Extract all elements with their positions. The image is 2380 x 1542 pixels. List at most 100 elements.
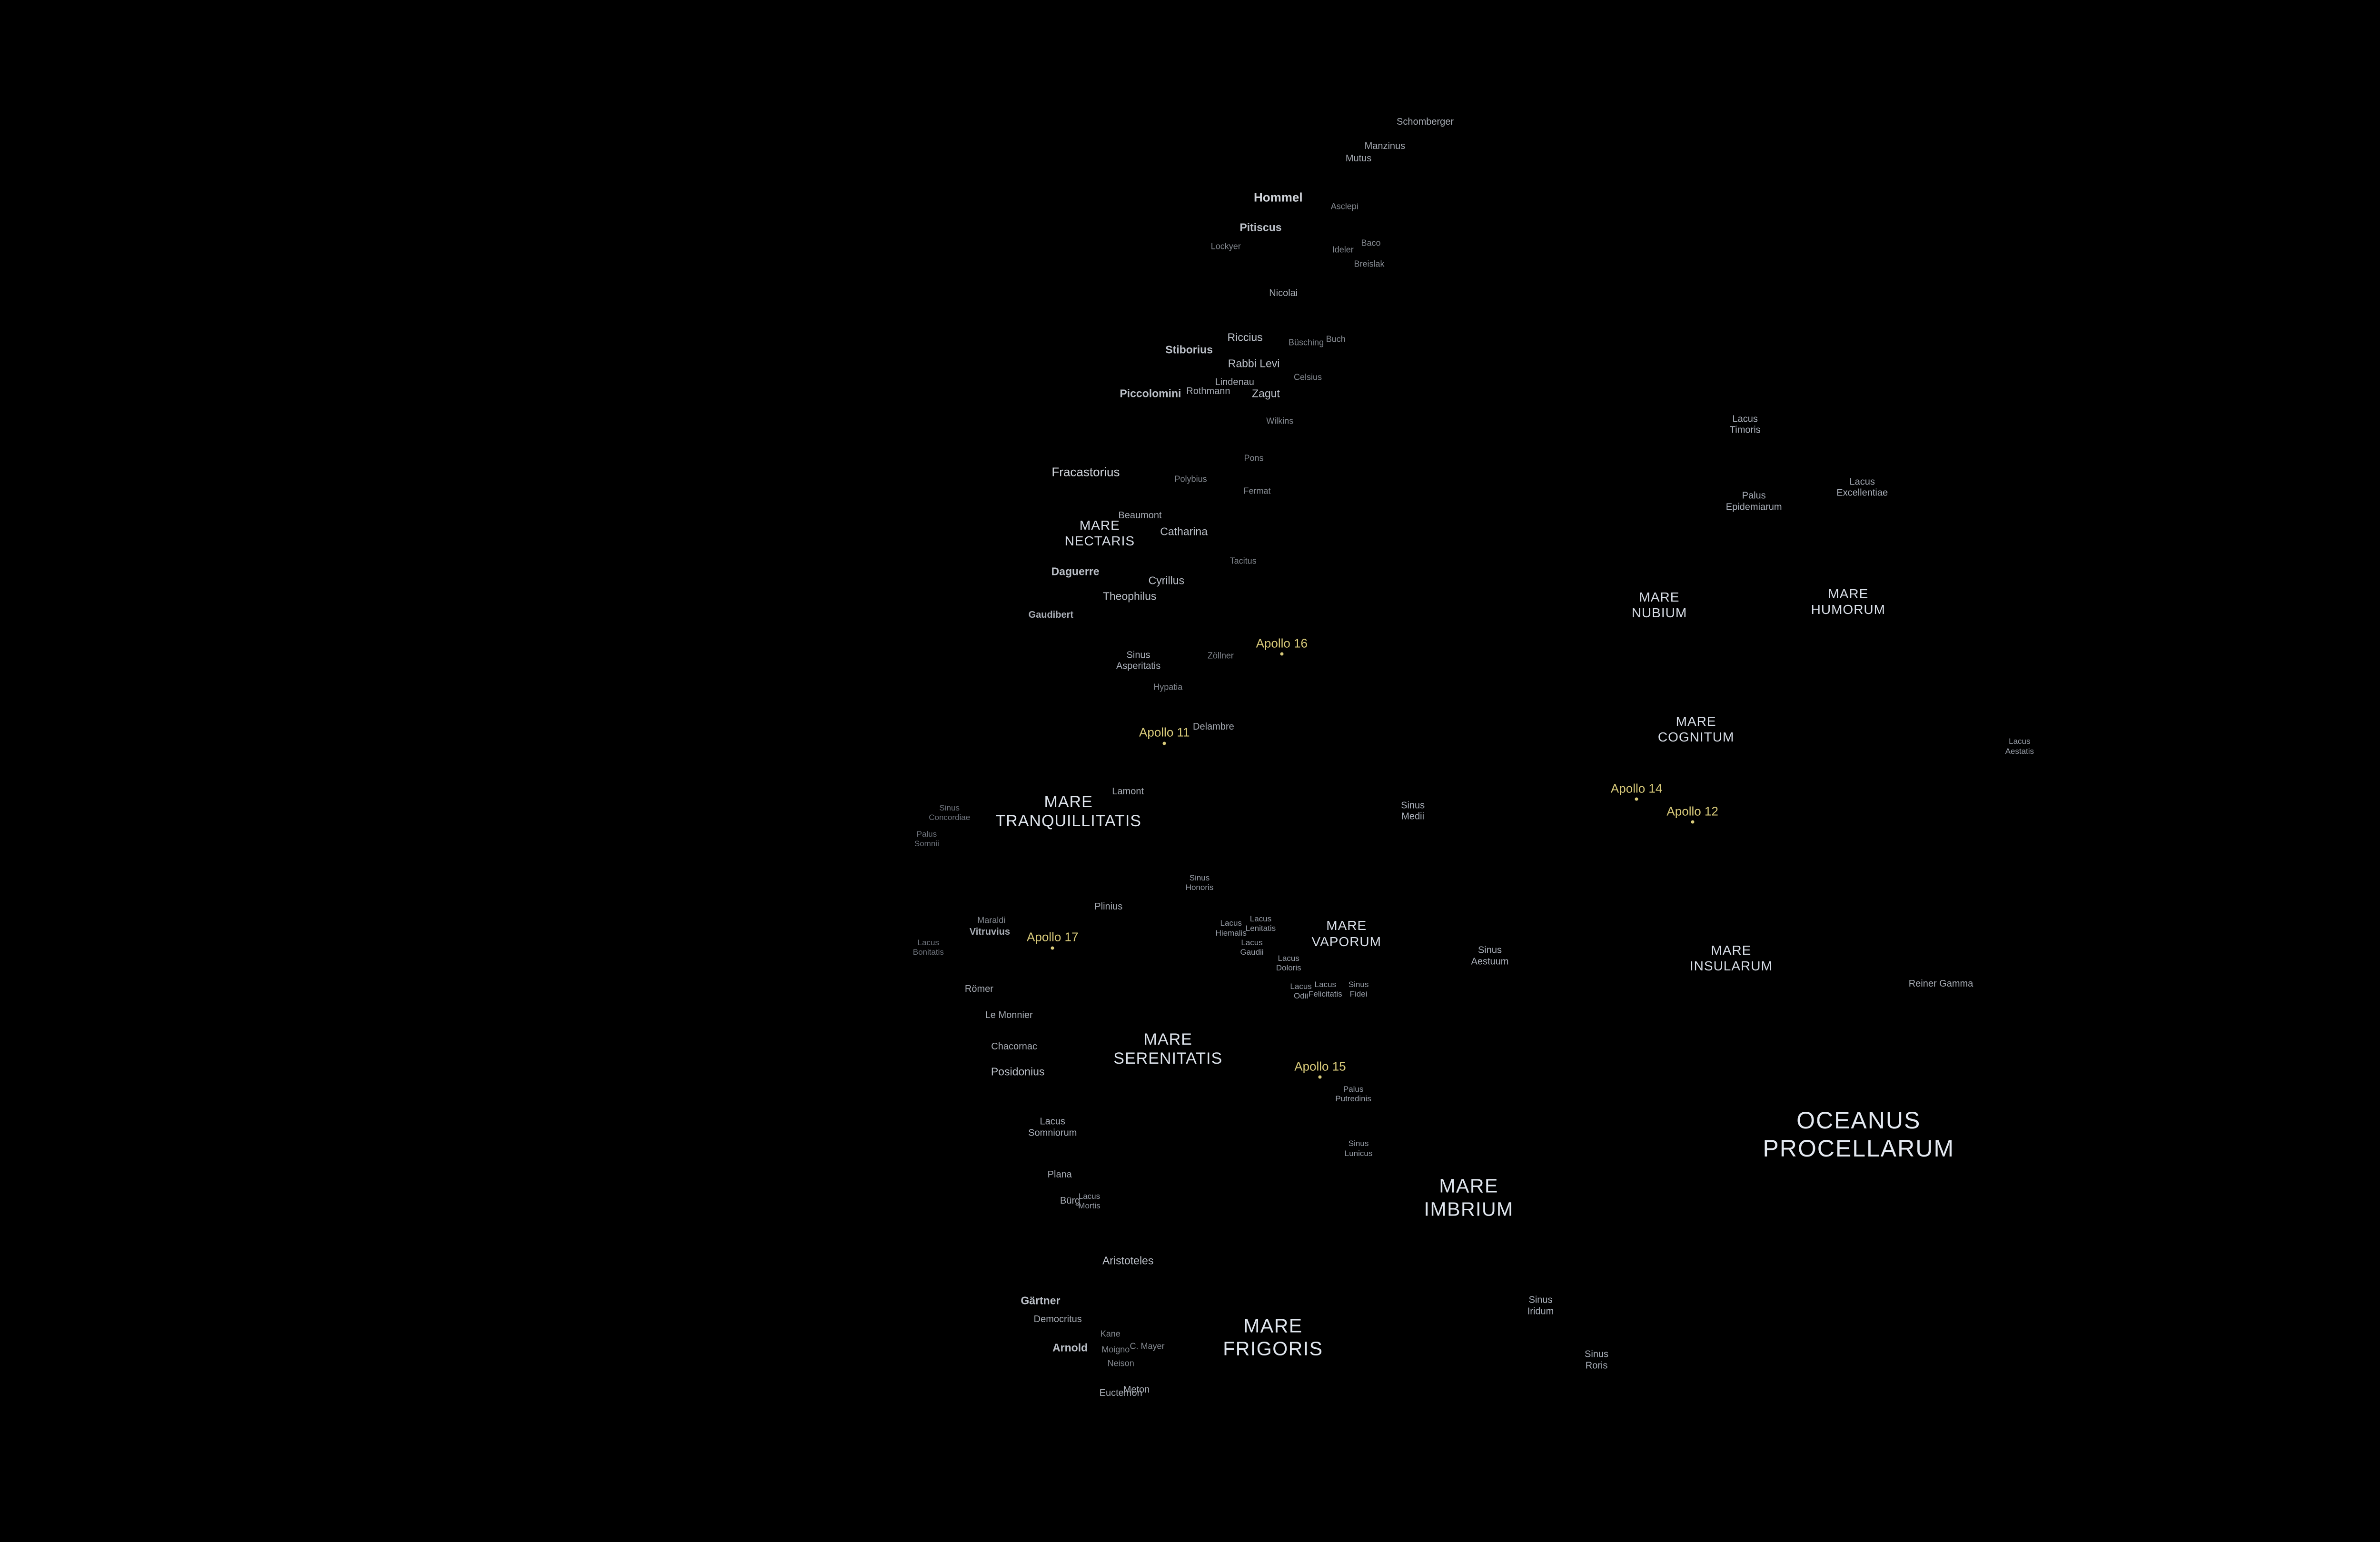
label-grtner: Gärtner — [1021, 1294, 1061, 1307]
label-cyrillus: Cyrillus — [1148, 573, 1184, 586]
label-delambre: Delambre — [1193, 722, 1234, 732]
label-lacus-aestatis: Lacus Aestatis — [2005, 737, 2034, 756]
label-mare-frigoris: MARE FRIGORIS — [1223, 1315, 1323, 1360]
label-maraldi: Maraldi — [977, 915, 1006, 925]
label-brg: Bürg — [1060, 1195, 1081, 1206]
label-mare-nubium: MARE NUBIUM — [1631, 590, 1687, 621]
label-mare-serenitatis: MARE SERENITATIS — [1113, 1030, 1223, 1068]
label-aristoteles: Aristoteles — [1102, 1254, 1154, 1267]
label-wilkins: Wilkins — [1266, 416, 1294, 426]
label-breislak: Breislak — [1354, 259, 1385, 269]
label-apollo-12: Apollo 12 — [1666, 804, 1718, 819]
label-sinus-honoris: Sinus Honoris — [1185, 873, 1214, 892]
label-catharina: Catharina — [1160, 525, 1208, 538]
apollo-site-marker — [1318, 1075, 1322, 1079]
label-hypatia: Hypatia — [1153, 682, 1183, 692]
label-baco: Baco — [1361, 237, 1381, 247]
label-manzinus: Manzinus — [1364, 141, 1406, 152]
label-palus-somnii: Palus Somnii — [914, 830, 939, 849]
label-lacus-mortis: Lacus Mortis — [1078, 1191, 1101, 1210]
label-lacus-excellentiae: Lacus Excellentiae — [1836, 476, 1888, 498]
label-plinius: Plinius — [1094, 901, 1123, 912]
label-asclepi: Asclepi — [1330, 201, 1359, 211]
label-sinus-iridum: Sinus Iridum — [1527, 1295, 1554, 1316]
label-lamont: Lamont — [1112, 786, 1144, 797]
label-piccolomini: Piccolomini — [1120, 386, 1181, 399]
label-mare-imbrium: MARE IMBRIUM — [1424, 1175, 1514, 1220]
label-posidonius: Posidonius — [991, 1065, 1045, 1078]
label-tacitus: Tacitus — [1230, 556, 1257, 566]
label-theophilus: Theophilus — [1102, 590, 1157, 603]
label-sinus-fidei: Sinus Fidei — [1348, 980, 1369, 999]
label-reiner-gamma: Reiner Gamma — [1908, 979, 1973, 989]
label-lacus-odii: Lacus Odii — [1290, 981, 1312, 1000]
label-apollo-14: Apollo 14 — [1610, 781, 1663, 796]
label-neison: Neison — [1107, 1358, 1134, 1368]
label-celsius: Celsius — [1294, 372, 1322, 382]
apollo-site-marker — [1635, 797, 1638, 801]
label-beaumont: Beaumont — [1118, 510, 1162, 521]
label-sinus-medii: Sinus Medii — [1401, 800, 1425, 822]
label-nicolai: Nicolai — [1269, 288, 1298, 299]
label-sinus-asperitatis: Sinus Asperitatis — [1116, 650, 1161, 672]
label-apollo-11: Apollo 11 — [1139, 725, 1190, 740]
label-meton: Meton — [1123, 1384, 1150, 1395]
label-apollo-16: Apollo 16 — [1256, 636, 1308, 651]
label-lacus-lenitatis: Lacus Lenitatis — [1245, 914, 1276, 933]
label-riccius: Riccius — [1227, 331, 1263, 344]
label-sinus-lunicus: Sinus Lunicus — [1344, 1139, 1373, 1158]
label-zagut: Zagut — [1251, 386, 1280, 399]
label-palus-putredinis: Palus Putredinis — [1335, 1085, 1371, 1104]
apollo-site-marker — [1051, 946, 1054, 950]
label-sinus-aestuum: Sinus Aestuum — [1471, 945, 1509, 967]
label-rabbi-levi: Rabbi Levi — [1228, 357, 1280, 370]
label-rothmann: Rothmann — [1186, 386, 1230, 397]
label-chacornac: Chacornac — [991, 1041, 1037, 1052]
label-lacus-doloris: Lacus Doloris — [1276, 953, 1301, 973]
label-arnold: Arnold — [1052, 1341, 1088, 1354]
label-schomberger: Schomberger — [1397, 117, 1454, 128]
label-fermat: Fermat — [1243, 486, 1271, 496]
label-lacus-felicitatis: Lacus Felicitatis — [1308, 980, 1342, 999]
label-pitiscus: Pitiscus — [1240, 221, 1282, 233]
label-mare-vaporum: MARE VAPORUM — [1311, 918, 1381, 949]
label-c-mayer: C. Mayer — [1130, 1341, 1165, 1351]
label-ideler: Ideler — [1332, 245, 1354, 255]
label-fracastorius: Fracastorius — [1051, 465, 1120, 479]
label-sinus-roris: Sinus Roris — [1585, 1349, 1609, 1371]
label-apollo-17: Apollo 17 — [1027, 929, 1079, 944]
label-euctemon: Euctemon — [1099, 1387, 1142, 1398]
label-lacus-timoris: Lacus Timoris — [1729, 414, 1761, 435]
label-daguerre: Daguerre — [1051, 565, 1100, 578]
label-mare-insularum: MARE INSULARUM — [1689, 942, 1773, 973]
label-oceanus-procellarum: OCEANUS PROCELLARUM — [1763, 1107, 1955, 1162]
label-le-monnier: Le Monnier — [985, 1010, 1033, 1021]
label-pons: Pons — [1244, 453, 1264, 463]
label-bsching: Büsching — [1289, 337, 1324, 347]
label-vitruvius: Vitruvius — [969, 926, 1010, 937]
label-kane: Kane — [1100, 1329, 1121, 1339]
label-hommel: Hommel — [1254, 190, 1303, 205]
label-lacus-somniorum: Lacus Somniorum — [1028, 1116, 1077, 1138]
label-gaudibert: Gaudibert — [1028, 610, 1074, 621]
label-plana: Plana — [1047, 1169, 1072, 1180]
label-mare-cognitum: MARE COGNITUM — [1657, 713, 1735, 744]
label-mutus: Mutus — [1345, 153, 1372, 164]
label-stiborius: Stiborius — [1165, 343, 1213, 356]
label-mare-nectaris: MARE NECTARIS — [1064, 518, 1135, 549]
apollo-site-marker — [1162, 741, 1166, 745]
label-zllner: Zöllner — [1207, 651, 1234, 661]
label-mare-tranquillitatis: MARE TRANQUILLITATIS — [995, 792, 1141, 830]
label-buch: Buch — [1326, 334, 1346, 344]
label-moigno: Moigno — [1101, 1344, 1130, 1354]
label-apollo-15: Apollo 15 — [1294, 1059, 1346, 1074]
label-lacus-bonitatis: Lacus Bonitatis — [912, 938, 944, 957]
label-lacus-gaudii: Lacus Gaudii — [1240, 938, 1264, 957]
label-rmer: Römer — [964, 984, 993, 995]
apollo-site-marker — [1280, 652, 1284, 656]
label-lockyer: Lockyer — [1210, 241, 1241, 251]
label-democritus: Democritus — [1033, 1314, 1082, 1325]
label-lacus-hiemalis: Lacus Hiemalis — [1215, 919, 1247, 938]
label-palus-epidemiarum: Palus Epidemiarum — [1726, 490, 1782, 513]
